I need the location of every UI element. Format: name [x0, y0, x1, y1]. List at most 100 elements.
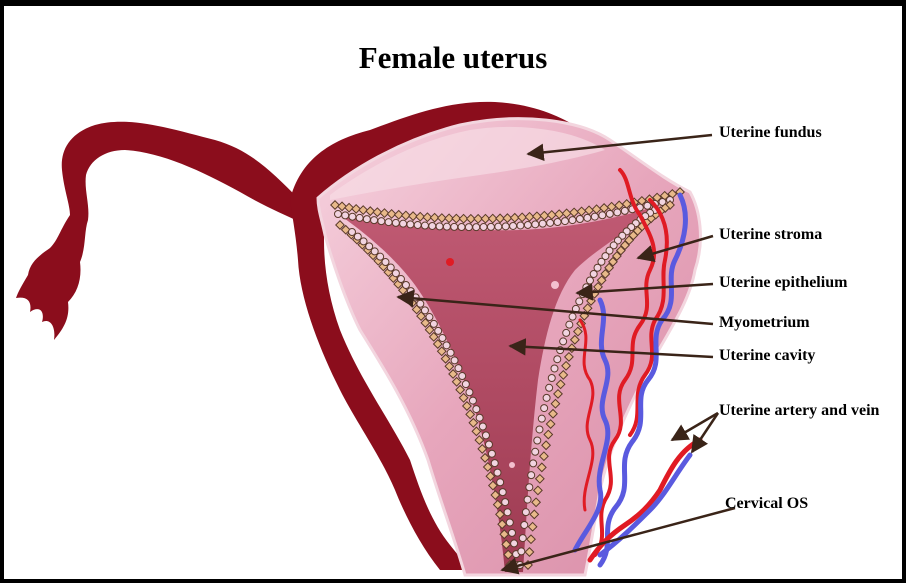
- epithelium-bead: [371, 248, 378, 255]
- epithelium-bead: [506, 519, 513, 526]
- epithelium-bead: [524, 221, 531, 228]
- epithelium-bead: [532, 221, 539, 228]
- epithelium-bead: [644, 202, 651, 209]
- epithelium-bead: [366, 243, 373, 250]
- epithelium-bead: [392, 270, 399, 277]
- epithelium-bead: [519, 535, 526, 542]
- epithelium-bead: [583, 284, 590, 291]
- epithelium-bead: [599, 212, 606, 219]
- epithelium-bead: [528, 472, 535, 479]
- epithelium-bead: [377, 253, 384, 260]
- epithelium-bead: [621, 207, 628, 214]
- epithelium-bead: [551, 365, 558, 372]
- epithelium-bead: [451, 357, 458, 364]
- label-uterine-artery-vein: Uterine artery and vein: [719, 402, 879, 420]
- epithelium-bead: [400, 220, 407, 227]
- epithelium-bead: [473, 224, 480, 231]
- epithelium-bead: [414, 221, 421, 228]
- epithelium-bead: [382, 259, 389, 266]
- fallopian-tube: [16, 122, 300, 340]
- epithelium-bead: [541, 405, 548, 412]
- epithelium-bead: [502, 499, 509, 506]
- epithelium-bead: [606, 210, 613, 217]
- epithelium-bead: [504, 509, 511, 516]
- epithelium-bead: [465, 224, 472, 231]
- epithelium-bead: [459, 373, 466, 380]
- epithelium-bead: [576, 298, 583, 305]
- epithelium-bead: [385, 219, 392, 226]
- diagram-title: Female uterus: [0, 40, 906, 76]
- epithelium-bead: [536, 426, 543, 433]
- epithelium-bead: [476, 414, 483, 421]
- epithelium-bead: [485, 441, 492, 448]
- epithelium-bead: [532, 448, 539, 455]
- epithelium-bead: [335, 211, 342, 218]
- epithelium-bead: [497, 479, 504, 486]
- epithelium-bead: [543, 394, 550, 401]
- epithelium-bead: [455, 365, 462, 372]
- label-uterine-cavity: Uterine cavity: [719, 347, 815, 365]
- epithelium-bead: [546, 384, 553, 391]
- epithelium-bead: [349, 213, 356, 220]
- epithelium-bead: [547, 219, 554, 226]
- epithelium-bead: [354, 233, 361, 240]
- epithelium-bead: [502, 223, 509, 230]
- epithelium-bead: [524, 496, 531, 503]
- epithelium-bead: [458, 224, 465, 231]
- epithelium-bead: [560, 338, 567, 345]
- epithelium-bead: [426, 314, 433, 321]
- epithelium-bead: [488, 450, 495, 457]
- epithelium-bead: [517, 222, 524, 229]
- epithelium-bead: [479, 423, 486, 430]
- epithelium-bead: [522, 509, 529, 516]
- epithelium-bead: [511, 540, 518, 547]
- epithelium-bead: [548, 375, 555, 382]
- epithelium-bead: [539, 220, 546, 227]
- epithelium-bead: [397, 276, 404, 283]
- epithelium-bead: [482, 432, 489, 439]
- epithelium-bead: [563, 329, 570, 336]
- epithelium-bead: [495, 223, 502, 230]
- epithelium-bead: [554, 356, 561, 363]
- epithelium-bead: [447, 349, 454, 356]
- epithelium-bead: [466, 389, 473, 396]
- epithelium-bead: [349, 229, 356, 236]
- epithelium-bead: [554, 219, 561, 226]
- epithelium-bead: [473, 406, 480, 413]
- epithelium-bead: [451, 223, 458, 230]
- epithelium-bead: [594, 264, 601, 271]
- epithelium-bead: [429, 222, 436, 229]
- epithelium-bead: [356, 214, 363, 221]
- epithelium-bead: [342, 212, 349, 219]
- epithelium-bead: [360, 238, 367, 245]
- epithelium-bead: [430, 320, 437, 327]
- label-cervical-os: Cervical OS: [725, 495, 808, 513]
- epithelium-bead: [569, 313, 576, 320]
- epithelium-bead: [499, 489, 506, 496]
- label-uterine-epithelium: Uterine epithelium: [719, 274, 847, 292]
- epithelium-bead: [518, 548, 525, 555]
- epithelium-bead: [462, 381, 469, 388]
- epithelium-bead: [584, 214, 591, 221]
- epithelium-bead: [417, 300, 424, 307]
- epithelium-bead: [494, 469, 501, 476]
- epithelium-bead: [487, 223, 494, 230]
- epithelium-bead: [435, 327, 442, 334]
- epithelium-bead: [363, 216, 370, 223]
- epithelium-bead: [407, 288, 414, 295]
- epithelium-bead: [576, 215, 583, 222]
- epithelium-bead: [561, 218, 568, 225]
- epithelium-bead: [510, 222, 517, 229]
- epithelium-bead: [614, 209, 621, 216]
- epithelium-bead: [538, 415, 545, 422]
- epithelium-bead: [590, 270, 597, 277]
- epithelium-bead: [378, 218, 385, 225]
- epithelium-bead: [530, 460, 537, 467]
- epithelium-bead: [436, 223, 443, 230]
- label-uterine-fundus: Uterine fundus: [719, 124, 822, 142]
- epithelium-bead: [569, 217, 576, 224]
- epithelium-bead: [392, 219, 399, 226]
- epithelium-bead: [566, 321, 573, 328]
- epithelium-bead: [387, 264, 394, 271]
- epithelium-bead: [421, 307, 428, 314]
